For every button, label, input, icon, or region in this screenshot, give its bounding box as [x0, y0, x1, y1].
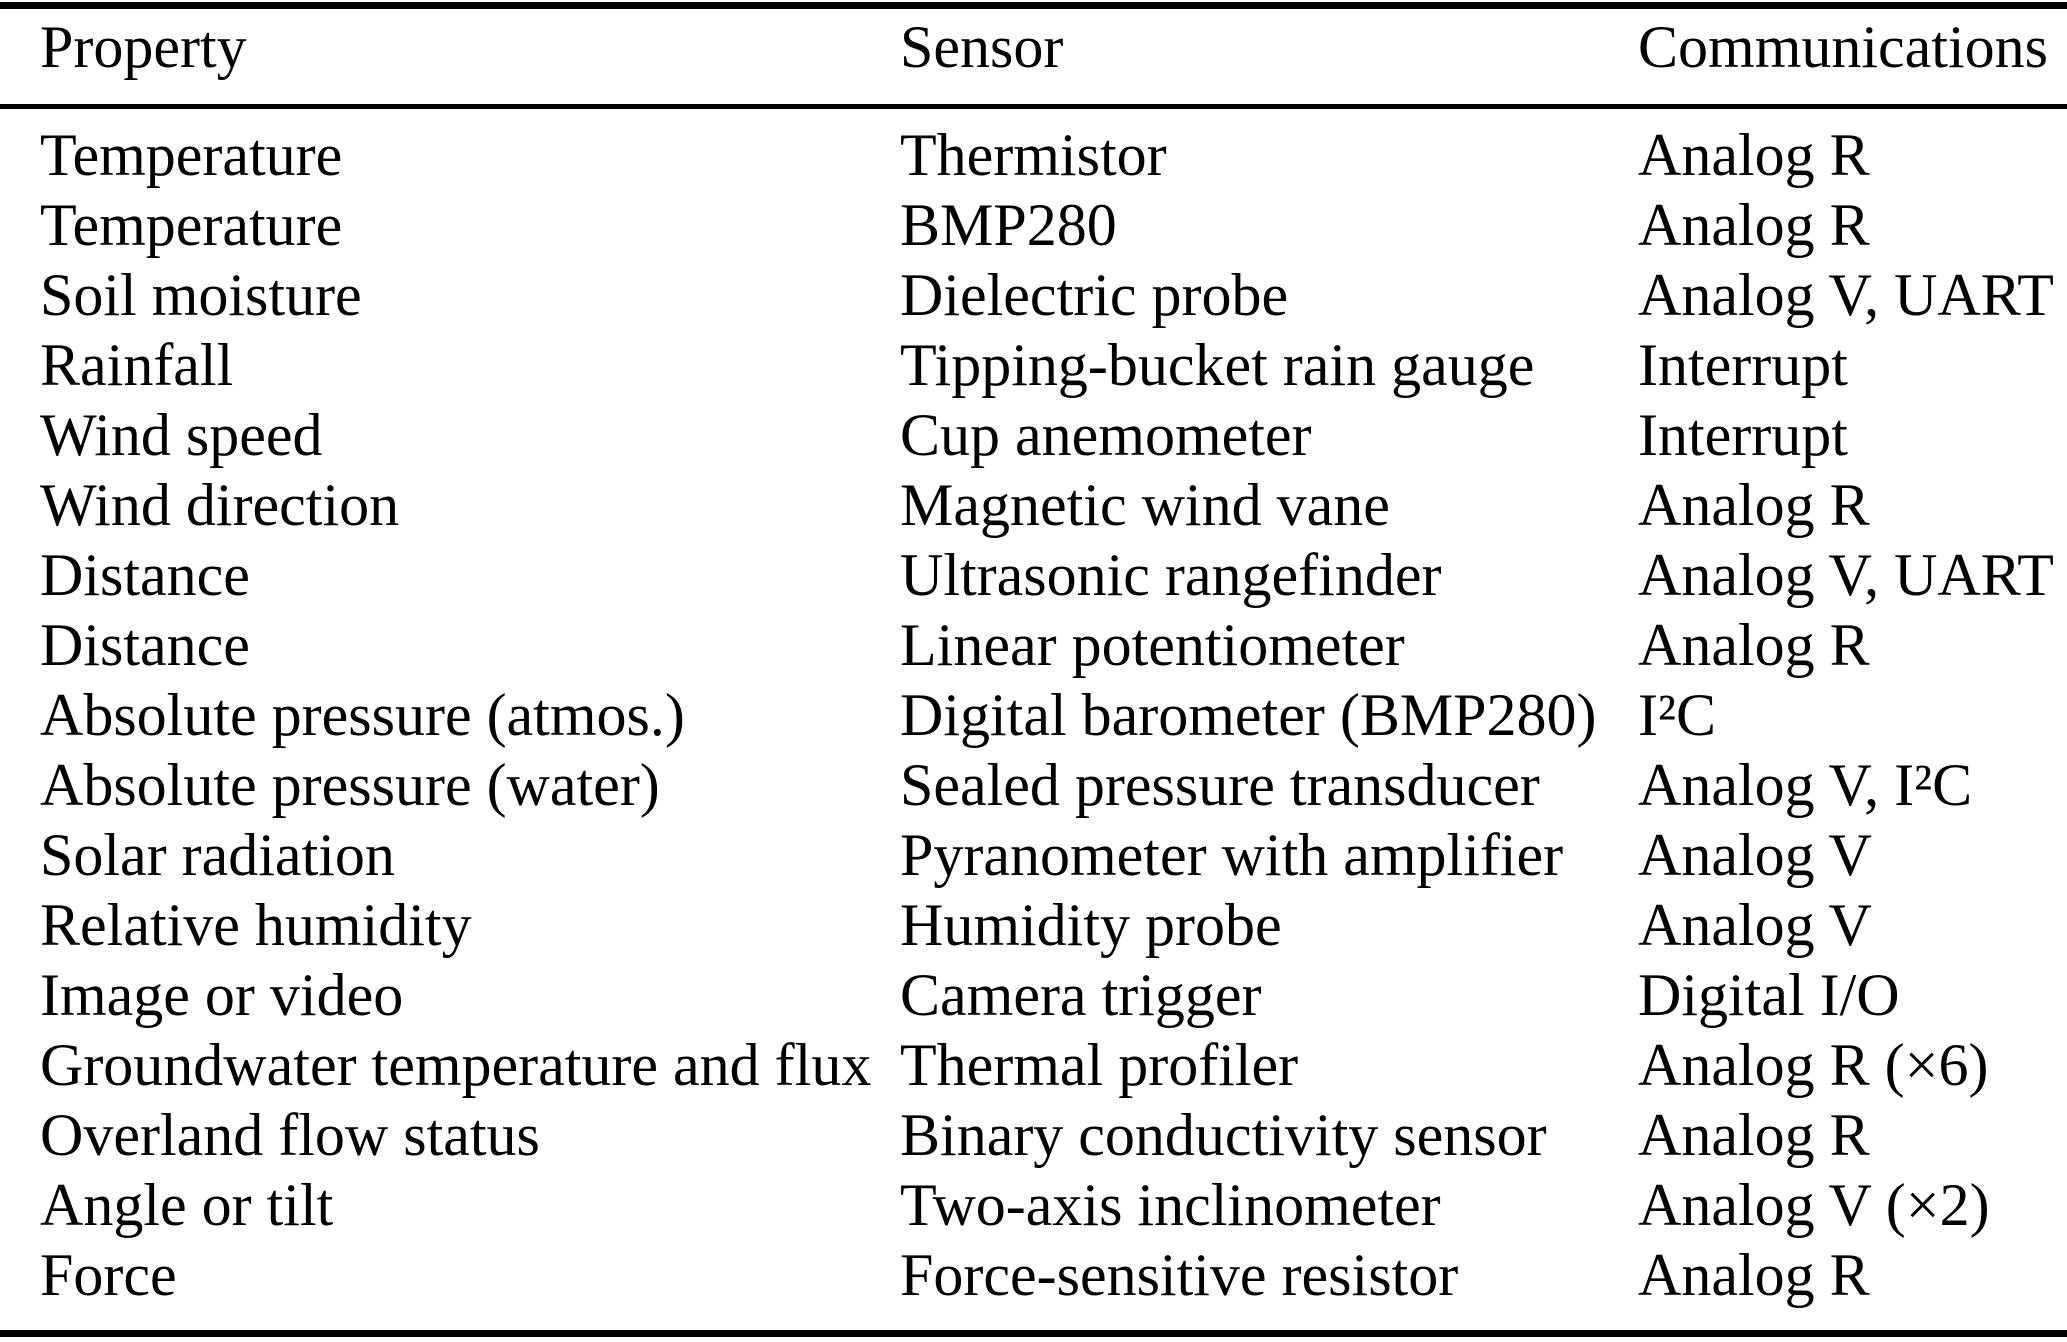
- cell-sensor: Sealed pressure transducer: [900, 752, 1540, 818]
- cell-sensor: Two-axis inclinometer: [900, 1172, 1441, 1238]
- table-row: Distance Linear potentiometer Analog R: [0, 610, 2067, 680]
- cell-sensor: Thermistor: [900, 122, 1167, 188]
- cell-communications: Interrupt: [1638, 402, 1848, 468]
- cell-communications: Analog R: [1638, 1102, 1870, 1168]
- cell-sensor: Tipping-bucket rain gauge: [900, 332, 1535, 398]
- cell-sensor: Cup anemometer: [900, 402, 1312, 468]
- table-row: Wind direction Magnetic wind vane Analog…: [0, 470, 2067, 540]
- cell-sensor: Humidity probe: [900, 892, 1282, 958]
- cell-property: Angle or tilt: [40, 1172, 334, 1238]
- cell-communications: Analog R: [1638, 612, 1870, 678]
- cell-property: Overland flow status: [40, 1102, 540, 1168]
- column-header-sensor: Sensor: [900, 14, 1064, 80]
- cell-communications: Interrupt: [1638, 332, 1848, 398]
- cell-communications: Analog V: [1638, 892, 1872, 958]
- cell-property: Soil moisture: [40, 262, 362, 328]
- cell-property: Solar radiation: [40, 822, 395, 888]
- column-header-property: Property: [40, 14, 247, 80]
- cell-property: Absolute pressure (atmos.): [40, 682, 685, 748]
- cell-sensor: Dielectric probe: [900, 262, 1289, 328]
- table-row: Angle or tilt Two-axis inclinometer Anal…: [0, 1170, 2067, 1240]
- table-row: Image or video Camera trigger Digital I/…: [0, 960, 2067, 1030]
- cell-communications: Analog V (×2): [1638, 1172, 1990, 1238]
- cell-sensor: Magnetic wind vane: [900, 472, 1390, 538]
- cell-property: Image or video: [40, 962, 404, 1028]
- cell-communications: Analog R: [1638, 122, 1870, 188]
- cell-sensor: BMP280: [900, 192, 1117, 258]
- cell-sensor: Camera trigger: [900, 962, 1262, 1028]
- cell-property: Temperature: [40, 192, 343, 258]
- table-header-rule: [0, 104, 2067, 109]
- table-row: Groundwater temperature and flux Thermal…: [0, 1030, 2067, 1100]
- table-top-rule: [0, 2, 2067, 9]
- table-bottom-rule: [0, 1330, 2067, 1337]
- cell-sensor: Ultrasonic rangefinder: [900, 542, 1442, 608]
- table-row: Solar radiation Pyranometer with amplifi…: [0, 820, 2067, 890]
- cell-communications: Analog V: [1638, 822, 1872, 888]
- cell-property: Wind direction: [40, 472, 400, 538]
- table-row: Absolute pressure (water) Sealed pressur…: [0, 750, 2067, 820]
- table-row: Rainfall Tipping-bucket rain gauge Inter…: [0, 330, 2067, 400]
- cell-communications: Analog R: [1638, 192, 1870, 258]
- cell-property: Force: [40, 1242, 177, 1308]
- table-row: Force Force-sensitive resistor Analog R: [0, 1240, 2067, 1310]
- cell-communications: Analog R (×6): [1638, 1032, 1989, 1098]
- cell-communications: Analog V, UART: [1638, 542, 2054, 608]
- cell-property: Absolute pressure (water): [40, 752, 660, 818]
- table-row: Absolute pressure (atmos.) Digital barom…: [0, 680, 2067, 750]
- table-body: Temperature Thermistor Analog R Temperat…: [0, 120, 2067, 1310]
- cell-communications: Analog V, UART: [1638, 262, 2054, 328]
- table-row: Temperature BMP280 Analog R: [0, 190, 2067, 260]
- column-header-communications: Communications: [1638, 14, 2048, 80]
- table-row: Temperature Thermistor Analog R: [0, 120, 2067, 190]
- table-row: Distance Ultrasonic rangefinder Analog V…: [0, 540, 2067, 610]
- table-row: Wind speed Cup anemometer Interrupt: [0, 400, 2067, 470]
- table-row: Relative humidity Humidity probe Analog …: [0, 890, 2067, 960]
- cell-property: Rainfall: [40, 332, 234, 398]
- cell-sensor: Pyranometer with amplifier: [900, 822, 1564, 888]
- table-row: Soil moisture Dielectric probe Analog V,…: [0, 260, 2067, 330]
- cell-property: Relative humidity: [40, 892, 472, 958]
- cell-communications: I²C: [1638, 682, 1716, 748]
- cell-sensor: Digital barometer (BMP280): [900, 682, 1597, 748]
- cell-sensor: Binary conductivity sensor: [900, 1102, 1547, 1168]
- cell-communications: Analog R: [1638, 1242, 1870, 1308]
- cell-property: Wind speed: [40, 402, 323, 468]
- table-header-row: Property Sensor Communications: [0, 12, 2067, 82]
- cell-sensor: Thermal profiler: [900, 1032, 1299, 1098]
- table-row: Overland flow status Binary conductivity…: [0, 1100, 2067, 1170]
- cell-communications: Analog R: [1638, 472, 1870, 538]
- cell-communications: Digital I/O: [1638, 962, 1900, 1028]
- cell-property: Distance: [40, 542, 250, 608]
- cell-property: Groundwater temperature and flux: [40, 1032, 872, 1098]
- cell-property: Distance: [40, 612, 250, 678]
- cell-sensor: Linear potentiometer: [900, 612, 1405, 678]
- cell-sensor: Force-sensitive resistor: [900, 1242, 1459, 1308]
- cell-communications: Analog V, I²C: [1638, 752, 1973, 818]
- cell-property: Temperature: [40, 122, 343, 188]
